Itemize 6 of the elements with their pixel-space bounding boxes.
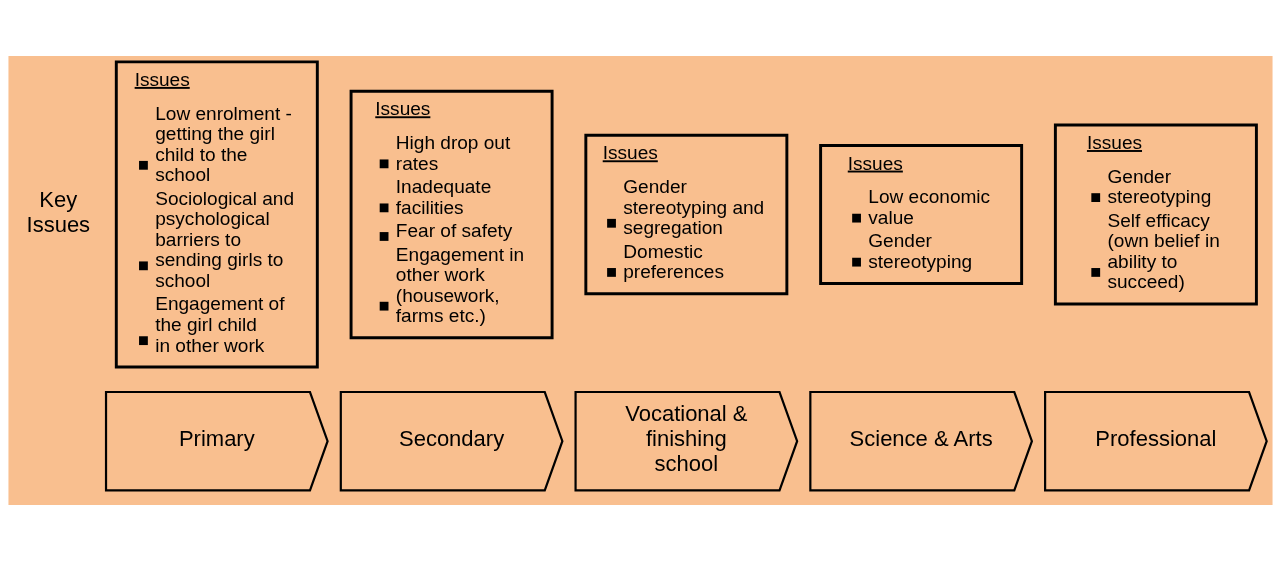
node-box: Issues Gender stereotyping and segregation Domestic preferences xyxy=(584,133,789,296)
label: Key Issues xyxy=(26,187,91,238)
node-box: Issues Low enrolment - getting the girl child to the school Sociological and psychological barriers to sending girls to school Engagement of the girl child in other work xyxy=(114,60,319,369)
node-box: Issues High drop out rates Inadequate facilities Fear of safety Engagement in other work (housework, farms etc.) xyxy=(349,89,554,340)
node-box: Issues Gender stereotyping Self efficacy (own belief in ability to succeed) xyxy=(1053,123,1258,306)
node-box: Issues Low economic value Gender stereotyping xyxy=(819,144,1024,285)
